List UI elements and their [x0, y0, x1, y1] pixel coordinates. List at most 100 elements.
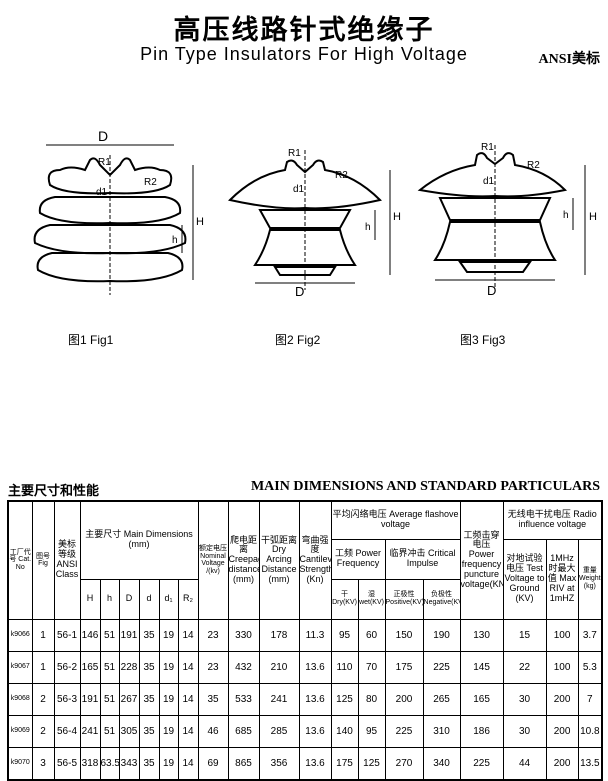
- table-cell: k9068: [7, 682, 33, 716]
- table-cell: 310: [422, 714, 461, 748]
- table-cell: 225: [459, 746, 504, 780]
- table-cell: 175: [384, 650, 424, 684]
- table-cell: 56-1: [53, 618, 81, 652]
- table-cell: 95: [357, 714, 386, 748]
- fig2-dim-R2: R2: [335, 170, 348, 181]
- header-dry-arcing: 干弧距离 Dry Arcing Distance (mm): [258, 500, 300, 620]
- table-cell: 210: [258, 650, 300, 684]
- table-cell: 23: [197, 618, 229, 652]
- table-cell: 56-2: [53, 650, 81, 684]
- header-power-frequency: 工频 Power Frequency: [330, 538, 386, 580]
- table-cell: 100: [545, 618, 579, 652]
- table-cell: 95: [330, 618, 359, 652]
- table-cell: 178: [258, 618, 300, 652]
- fig1-dim-R1: R1: [98, 157, 111, 168]
- table-cell: 44: [502, 746, 547, 780]
- table-cell: 343: [118, 746, 140, 780]
- table-cell: 130: [459, 618, 504, 652]
- table-cell: 13.6: [298, 650, 332, 684]
- table-cell: 100: [545, 650, 579, 684]
- header-max-riv: 1MHz 时最大值 Max RIV at 1mHZ: [545, 538, 579, 620]
- table-cell: 51: [99, 682, 120, 716]
- header-dry: 干 Dry(KV): [330, 578, 359, 620]
- fig2-drawing: R1 R2 d1 D H h: [228, 148, 401, 299]
- table-cell: 14: [177, 618, 199, 652]
- table-cell: k9067: [7, 650, 33, 684]
- table-cell: 14: [177, 650, 199, 684]
- fig2-dim-d1: d1: [293, 184, 305, 195]
- table-cell: 200: [545, 746, 579, 780]
- table-cell: 35: [138, 714, 160, 748]
- fig2-label: 图2 Fig2: [275, 333, 321, 347]
- table-cell: 46: [197, 714, 229, 748]
- table-cell: 241: [79, 714, 101, 748]
- table-cell: 270: [384, 746, 424, 780]
- table-cell: 56-5: [53, 746, 81, 780]
- table-cell: 70: [357, 650, 386, 684]
- table-cell: 318: [79, 746, 101, 780]
- section-title-cn: 主要尺寸和性能: [8, 483, 100, 498]
- table-cell: 340: [422, 746, 461, 780]
- table-cell: 35: [138, 746, 160, 780]
- table-cell: 125: [357, 746, 386, 780]
- table-cell: 80: [357, 682, 386, 716]
- header-D: D: [118, 578, 140, 620]
- header-radio-influence: 无线电干扰电压 Radio influence voltage: [502, 500, 603, 540]
- table-cell: 10.8: [577, 714, 603, 748]
- fig1-dim-h: h: [172, 235, 178, 246]
- table-cell: 330: [227, 618, 260, 652]
- table-cell: 200: [384, 682, 424, 716]
- fig1-label: 图1 Fig1: [68, 333, 114, 347]
- table-cell: 35: [138, 682, 160, 716]
- header-weight: 重量 Weight (kg): [577, 538, 603, 620]
- table-cell: 60: [357, 618, 386, 652]
- fig1-drawing: D R1 R2 d1 H h: [33, 128, 204, 295]
- table-cell: 267: [118, 682, 140, 716]
- page-title-en: Pin Type Insulators For High Voltage: [140, 44, 468, 64]
- table-cell: 22: [502, 650, 547, 684]
- fig3-dim-R2: R2: [527, 160, 540, 171]
- table-cell: 51: [99, 618, 120, 652]
- fig2-dim-H: H: [393, 211, 401, 223]
- table-cell: 125: [330, 682, 359, 716]
- table-cell: 19: [158, 746, 179, 780]
- fig3-dim-H: H: [589, 211, 597, 223]
- section-title-en: MAIN DIMENSIONS AND STANDARD PARTICULARS: [250, 479, 600, 494]
- table-cell: 110: [330, 650, 359, 684]
- table-cell: 191: [79, 682, 101, 716]
- table-cell: k9066: [7, 618, 33, 652]
- table-cell: 165: [79, 650, 101, 684]
- table-cell: 5.3: [577, 650, 603, 684]
- header-H: H: [79, 578, 101, 620]
- header-avg-flashover: 平均闪络电压 Average flashove voltage: [330, 500, 461, 540]
- fig3-dim-R1: R1: [481, 142, 494, 153]
- table-cell: 15: [502, 618, 547, 652]
- table-cell: 35: [197, 682, 229, 716]
- table-cell: 533: [227, 682, 260, 716]
- table-cell: 14: [177, 746, 199, 780]
- header-cantilever: 弯曲强度 Cantilever Strength (Kn): [298, 500, 332, 620]
- table-cell: 175: [330, 746, 359, 780]
- header-test-voltage: 对地试验电压 Test Voltage to Ground (KV): [502, 538, 547, 620]
- standard-label: ANSI美标: [538, 52, 600, 67]
- table-cell: 11.3: [298, 618, 332, 652]
- table-cell: 146: [79, 618, 101, 652]
- table-cell: 56-3: [53, 682, 81, 716]
- table-cell: 165: [459, 682, 504, 716]
- table-cell: 1: [31, 650, 55, 684]
- table-cell: 200: [545, 714, 579, 748]
- specifications-table: 工厂代号 Cat. No 图号 Fig 美标等级 ANSI Class 主要尺寸…: [7, 500, 604, 781]
- table-cell: 265: [422, 682, 461, 716]
- table-cell: 241: [258, 682, 300, 716]
- fig2-dim-h: h: [365, 222, 371, 233]
- fig1-dim-d1: d1: [96, 187, 108, 198]
- table-cell: 19: [158, 618, 179, 652]
- header-ansi-class: 美标等级 ANSI Class: [53, 500, 81, 620]
- fig1-dim-D: D: [98, 128, 108, 144]
- table-cell: 305: [118, 714, 140, 748]
- table-cell: k9069: [7, 714, 33, 748]
- header-negative: 负极性 Negative(KV): [422, 578, 461, 620]
- table-cell: k9070: [7, 746, 33, 780]
- table-cell: 2: [31, 714, 55, 748]
